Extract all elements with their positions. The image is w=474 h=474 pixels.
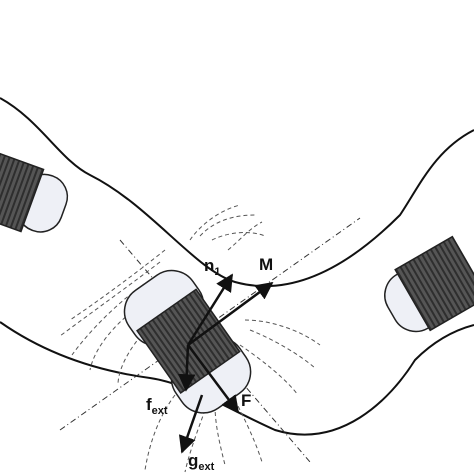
vectors [177, 273, 274, 454]
label-F: F [241, 391, 252, 410]
vector-n1 [186, 273, 234, 346]
robot-left [0, 147, 69, 233]
label-g-ext: gext [188, 451, 215, 473]
label-n1: n1 [204, 256, 221, 278]
label-f-ext: fext [146, 395, 168, 417]
vector-M [187, 281, 274, 347]
label-M: M [259, 255, 274, 274]
robot-center [123, 269, 252, 414]
robot-right-body [394, 235, 474, 332]
robot-left-body [0, 147, 45, 233]
vector-F [186, 344, 240, 414]
channel-upper-wall [0, 97, 474, 288]
robot-center-body [136, 288, 241, 394]
vector-f-ext [177, 344, 196, 392]
vector-g-ext [178, 394, 204, 454]
channel-lower-wall [0, 321, 474, 436]
robot-right [384, 235, 474, 333]
